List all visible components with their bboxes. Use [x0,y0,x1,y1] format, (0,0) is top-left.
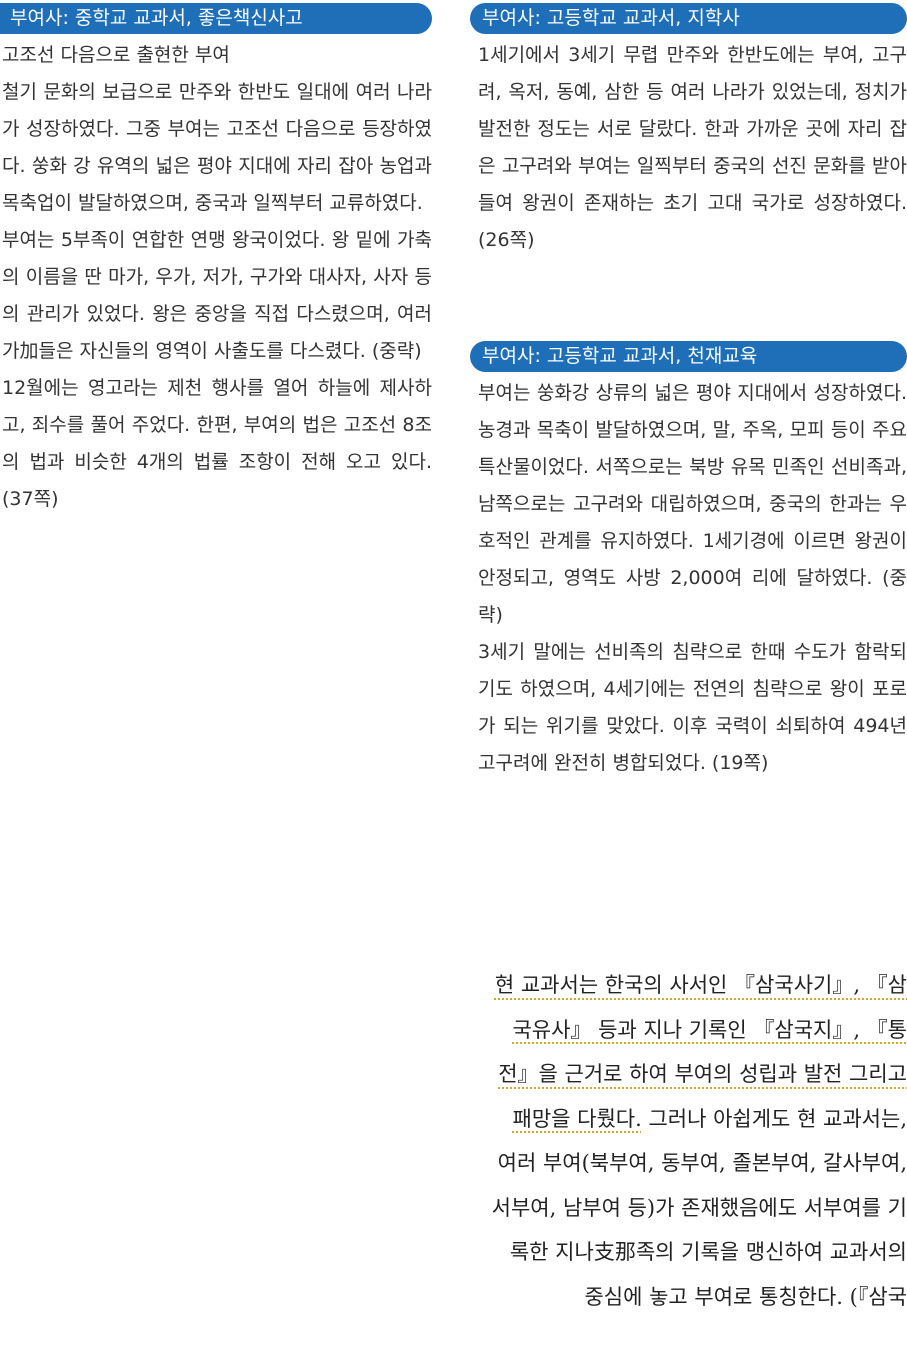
excerpt-paragraph: 부여는 쑹화강 상류의 넓은 평야 지대에서 성장하였다. 농경과 목축이 발달… [478,382,907,626]
right-column: 부여사: 고등학교 교과서, 지학사 1세기에서 3세기 무렵 만주와 한반도에… [470,3,907,782]
textbook-excerpt-middle-school: 부여사: 중학교 교과서, 좋은책신사고 고조선 다음으로 출현한 부여 철기 … [0,3,432,518]
textbook-excerpt-jihaksa: 부여사: 고등학교 교과서, 지학사 1세기에서 3세기 무렵 만주와 한반도에… [470,3,907,259]
excerpt-header: 부여사: 고등학교 교과서, 천재교육 [470,341,907,372]
textbook-excerpt-chunjae: 부여사: 고등학교 교과서, 천재교육 부여는 쑹화강 상류의 넓은 평야 지대… [470,341,907,782]
excerpt-paragraph: 12월에는 영고라는 제천 행사를 열어 하늘에 제사하고, 죄수를 풀어 주었… [2,377,432,510]
left-column: 부여사: 중학교 교과서, 좋은책신사고 고조선 다음으로 출현한 부여 철기 … [0,3,432,518]
excerpt-header: 부여사: 중학교 교과서, 좋은책신사고 [0,3,432,34]
excerpt-subtitle: 고조선 다음으로 출현한 부여 [2,44,230,66]
commentary-text: 그러나 아쉽게도 현 교과서는, 여러 부여(북부여, 동부여, 졸본부여, 갈… [491,1106,907,1309]
excerpt-paragraph: 1세기에서 3세기 무렵 만주와 한반도에는 부여, 고구려, 옥저, 동예, … [478,44,907,251]
commentary-paragraph: 현 교과서는 한국의 사서인 『삼국사기』, 『삼국유사』 등과 지나 기록인 … [488,963,907,1319]
excerpt-paragraph: 3세기 말에는 선비족의 침략으로 한때 수도가 함락되기도 하였으며, 4세기… [478,641,907,774]
excerpt-paragraph: 철기 문화의 보급으로 만주와 한반도 일대에 여러 나라가 성장하였다. 그중… [2,81,432,214]
excerpt-header: 부여사: 고등학교 교과서, 지학사 [470,3,907,34]
underlined-text: 현 교과서는 한국의 사서인 『삼국사기』, 『삼국유사』 등과 지나 기록인 … [494,973,907,1131]
excerpt-paragraph: 부여는 5부족이 연합한 연맹 왕국이었다. 왕 밑에 가축의 이름을 딴 마가… [2,229,432,362]
